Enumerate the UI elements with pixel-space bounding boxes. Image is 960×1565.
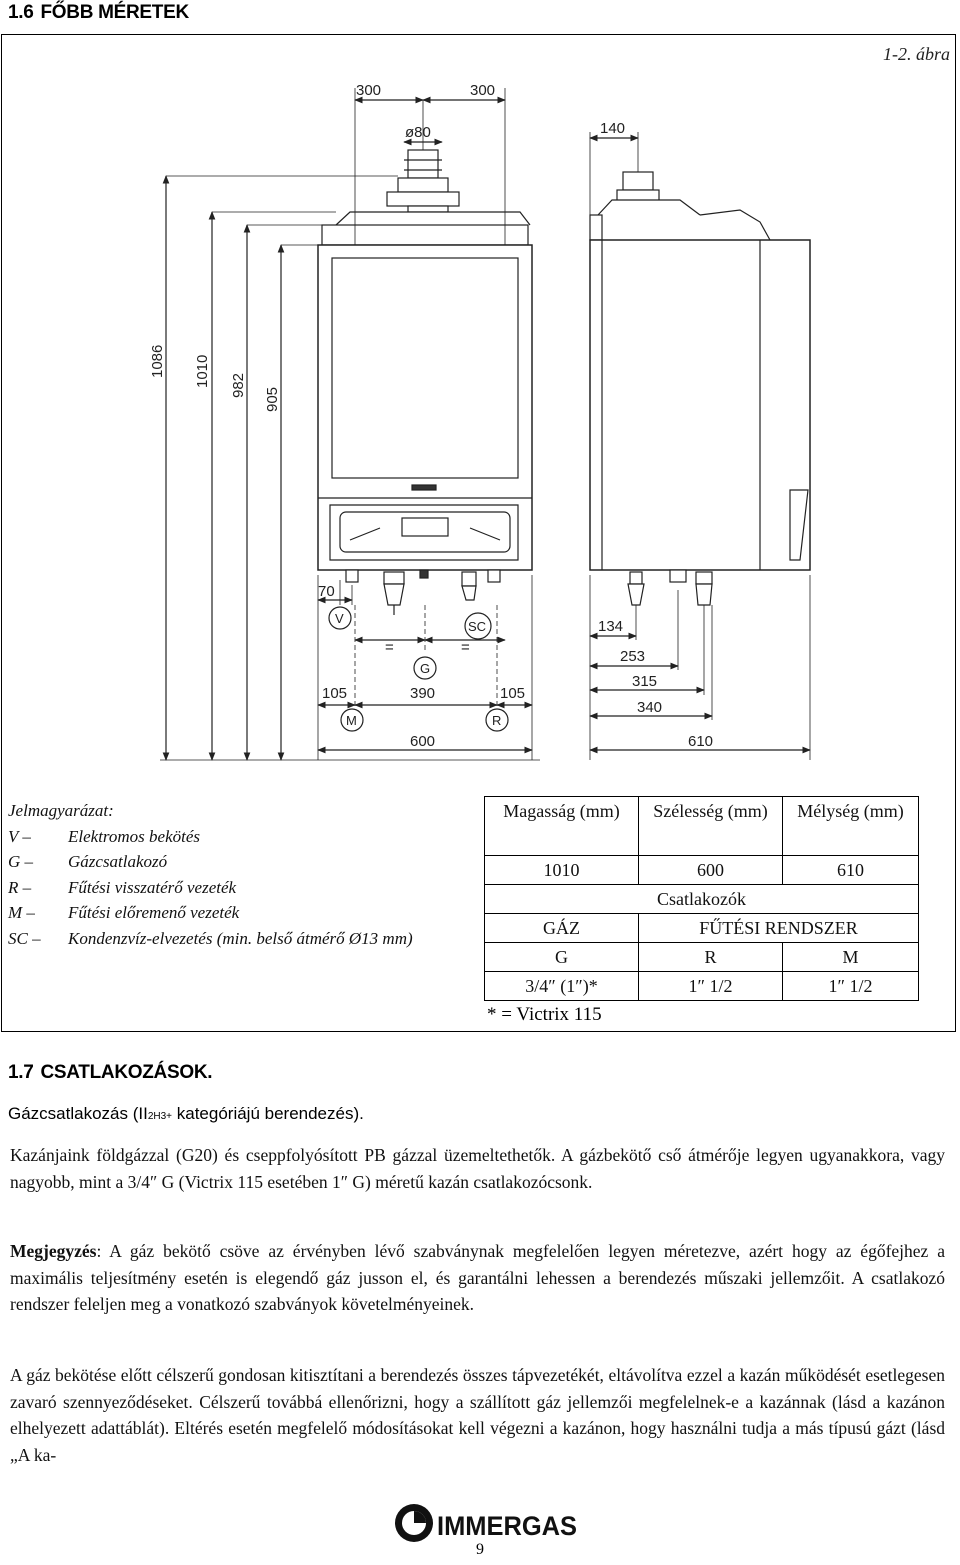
table-row: Csatlakozók	[484, 884, 919, 914]
gas-label: GÁZ	[484, 913, 639, 943]
section-number: 1.7	[8, 1062, 34, 1083]
dim-253: 253	[620, 648, 645, 665]
section-title-dimensions: 1.6 FŐBB MÉRETEK	[8, 2, 189, 24]
paragraph-3: A gáz bekötése előtt célszerű gondosan k…	[10, 1365, 945, 1465]
dim-982: 982	[230, 373, 247, 398]
legend-item: SC – Kondenzvíz-elvezetés (min. belső átm…	[8, 926, 413, 952]
side-view	[589, 171, 811, 606]
dim-134: 134	[598, 618, 623, 635]
dim-315: 315	[632, 673, 657, 690]
table-footnote: * = Victrix 115	[487, 1004, 602, 1025]
legend-text: Elektromos bekötés	[68, 826, 201, 846]
section-title-text: CSATLAKOZÁSOK.	[40, 1062, 213, 1083]
section-title-text: FŐBB MÉRETEK	[40, 2, 190, 23]
page-number: 9	[476, 1541, 484, 1558]
legend-item: R – Fűtési visszatérő vezeték	[8, 875, 413, 901]
label-r: R	[492, 713, 501, 728]
marker-m	[340, 708, 364, 732]
legend-text: Fűtési visszatérő vezeték	[68, 877, 237, 897]
front-view	[317, 149, 533, 615]
legend-key: G –	[8, 852, 34, 871]
section-title-connections: 1.7 CSATLAKOZÁSOK.	[8, 1062, 213, 1084]
dim-equal-right: =	[461, 639, 470, 656]
table-row: GÁZ FŰTÉSI RENDSZER	[484, 913, 919, 943]
legend-text: Kondenzvíz-elvezetés (min. belső átmérő …	[68, 928, 413, 948]
dim-140: 140	[600, 120, 625, 137]
size-return: 1″ 1/2	[638, 971, 783, 1001]
side-dimensions	[589, 132, 811, 760]
dim-300-left: 300	[356, 82, 381, 99]
marker-g	[413, 656, 437, 680]
subtitle-subscript: 2H3+	[147, 1111, 173, 1122]
marker-v	[328, 606, 352, 630]
legend: Jelmagyarázat: V – Elektromos bekötés G –…	[8, 798, 413, 951]
legend-item: G – Gázcsatlakozó	[8, 849, 413, 875]
dim-equal-left: =	[385, 639, 394, 656]
table-row: 3/4″ (1″)* 1″ 1/2 1″ 1/2	[484, 971, 919, 1001]
immergas-logo: IMMERGAS	[395, 1504, 577, 1542]
note-text: : A gáz bekötő csöve az érvényben lévő s…	[10, 1241, 945, 1314]
dim-340: 340	[637, 699, 662, 716]
table-row: Magasság (mm) Szélesség (mm) Mélység (mm…	[484, 796, 919, 856]
paragraph-2: Megjegyzés: A gáz bekötő csöve az érvény…	[10, 1238, 945, 1318]
heating-system-label: FŰTÉSI RENDSZER	[638, 913, 919, 943]
legend-key: V –	[8, 826, 31, 846]
label-sc: SC	[468, 619, 486, 634]
label-g: G	[420, 661, 430, 676]
value-width: 600	[638, 855, 783, 885]
dim-610: 610	[688, 733, 713, 750]
legend-key: SC –	[8, 928, 41, 948]
connection-markers	[328, 580, 509, 732]
letter-m: M	[782, 942, 919, 972]
legend-item: M – Fűtési előremenő vezeték	[8, 900, 413, 926]
value-height: 1010	[484, 855, 639, 885]
legend-item: V – Elektromos bekötés	[8, 824, 413, 850]
legend-text: Fűtési előremenő vezeték	[68, 903, 240, 922]
table-row: 1010 600 610	[484, 855, 919, 885]
logo-wordmark: IMMERGAS	[437, 1511, 577, 1541]
gas-connection-subtitle: Gázcsatlakozás (II2H3+ kategóriájú beren…	[8, 1104, 364, 1124]
size-flow: 1″ 1/2	[782, 971, 919, 1001]
label-m: M	[346, 713, 357, 728]
connections-title: Csatlakozók	[484, 884, 919, 914]
subtitle-text: kategóriájú berendezés).	[172, 1104, 364, 1123]
table-row: G R M	[484, 942, 919, 972]
dim-flue-diameter: ø80	[405, 124, 431, 141]
note-label: Megjegyzés	[10, 1241, 97, 1261]
legend-text: Gázcsatlakozó	[68, 852, 168, 871]
paragraph-1: Kazánjaink földgázzal (G20) és cseppfoly…	[10, 1145, 945, 1192]
figure-label: 1-2. ábra	[883, 44, 950, 64]
dim-105-left: 105	[322, 685, 347, 702]
header-depth: Mélység (mm)	[782, 796, 919, 856]
header-height: Magasság (mm)	[484, 796, 639, 856]
dim-105-right: 105	[500, 685, 525, 702]
label-v: V	[335, 611, 344, 626]
dimensions-table: Magasság (mm) Szélesség (mm) Mélység (mm…	[484, 796, 919, 1001]
dim-70: 70	[318, 583, 335, 600]
legend-title: Jelmagyarázat:	[8, 801, 114, 820]
dim-600: 600	[410, 733, 435, 750]
section-number: 1.6	[8, 2, 34, 23]
letter-g: G	[484, 942, 639, 972]
legend-key: M –	[8, 903, 35, 922]
size-gas: 3/4″ (1″)*	[484, 971, 639, 1001]
header-width: Szélesség (mm)	[638, 796, 783, 856]
front-dimensions	[160, 88, 540, 761]
value-depth: 610	[782, 855, 919, 885]
dim-1086: 1086	[149, 345, 166, 378]
dim-1010: 1010	[194, 355, 211, 388]
marker-r	[485, 708, 509, 732]
dim-905: 905	[264, 387, 281, 412]
dim-300-right: 300	[470, 82, 495, 99]
legend-key: R –	[8, 877, 32, 897]
subtitle-text: Gázcsatlakozás (II	[8, 1104, 148, 1123]
letter-r: R	[638, 942, 783, 972]
marker-sc	[464, 612, 492, 640]
boiler-dimension-drawing: 300 300 ø80 140 1086 1010 982 905 70 = =…	[149, 82, 811, 761]
figure-frame	[1, 34, 956, 1032]
dim-390: 390	[410, 685, 435, 702]
